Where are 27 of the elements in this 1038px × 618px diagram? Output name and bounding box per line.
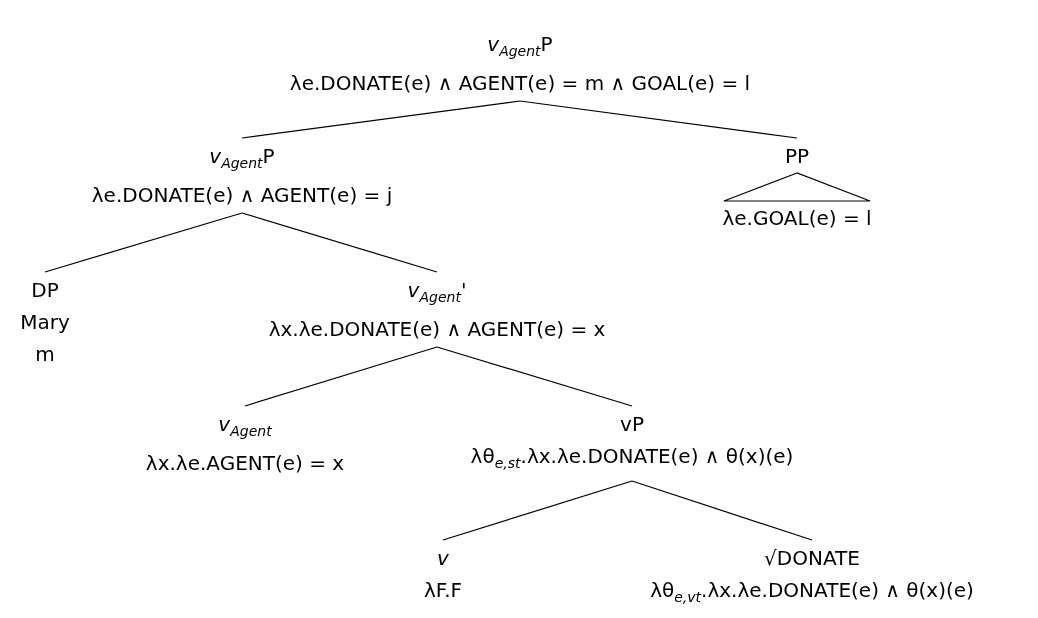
- node-label: PP: [784, 143, 810, 170]
- node-text: m: [35, 341, 55, 368]
- tree-branch: [241, 100, 521, 139]
- node-text: λx.λe.AGENT(e) = x: [145, 450, 345, 477]
- node-text: λe.DONATE(e) ∧ AGENT(e) = j: [91, 182, 393, 209]
- node-label: √DONATE: [764, 545, 860, 572]
- node-label: v$_{Agent}$': [407, 277, 467, 307]
- tree-branch: [519, 100, 798, 139]
- node-label: v$_{Agent}$P: [487, 31, 553, 61]
- node-text: Mary: [20, 309, 70, 336]
- tree-branch: [44, 212, 243, 273]
- tree-branch: [244, 346, 438, 407]
- node-label: DP: [31, 277, 59, 304]
- node-label: vP: [620, 411, 644, 438]
- tree-branch: [631, 480, 813, 541]
- node-label: v$_{Agent}$P: [209, 143, 275, 173]
- tree-branch: [241, 212, 438, 273]
- tree-branch: [436, 346, 633, 407]
- node-label: v: [437, 545, 449, 572]
- tree-branch: [442, 480, 633, 541]
- node-text: λF.F: [424, 577, 462, 604]
- node-text: λe.DONATE(e) ∧ AGENT(e) = m ∧ GOAL(e) = l: [289, 70, 751, 97]
- node-text: λθ$_{e,vt}$.λx.λe.DONATE(e) ∧ θ(x)(e): [650, 577, 974, 607]
- node-text: λθ$_{e,st}$.λx.λe.DONATE(e) ∧ θ(x)(e): [470, 443, 794, 473]
- node-text: λe.GOAL(e) = l: [722, 205, 872, 232]
- node-label: v$_{Agent}$: [218, 411, 272, 441]
- node-text: λx.λe.DONATE(e) ∧ AGENT(e) = x: [268, 316, 606, 343]
